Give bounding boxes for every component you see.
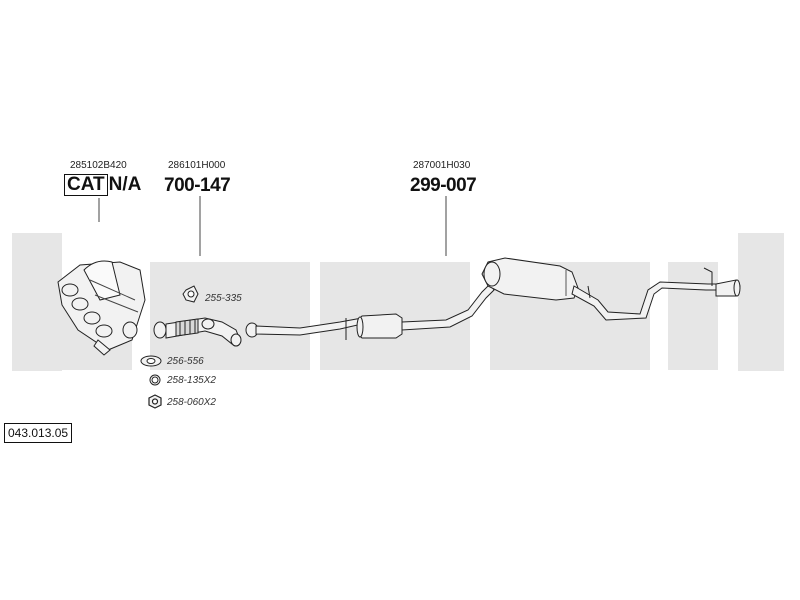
flange-gasket-icon[interactable] xyxy=(140,355,162,367)
diagram-reference: 043.013.05 xyxy=(4,423,73,443)
nut-icon[interactable] xyxy=(148,394,162,409)
front-pipe[interactable] xyxy=(153,317,242,347)
manifold-catalyst[interactable] xyxy=(57,260,146,356)
cat-word: CAT xyxy=(64,174,108,196)
rear-exhaust-system[interactable] xyxy=(245,257,741,340)
part-number-gasket[interactable]: 255-335 xyxy=(205,293,242,304)
part-number-ring[interactable]: 258-135X2 xyxy=(167,375,216,386)
part-number-rear[interactable]: 299-007 xyxy=(410,175,477,196)
oem-number-front-pipe: 286101H000 xyxy=(168,160,226,171)
catalyst-label: CAT N/A xyxy=(64,174,141,196)
ring-icon[interactable] xyxy=(149,374,161,386)
oem-number-manifold: 285102B420 xyxy=(70,160,127,171)
part-number-flange-gasket[interactable]: 256-556 xyxy=(167,356,204,367)
part-number-front-pipe[interactable]: 700-147 xyxy=(164,175,231,196)
part-number-nut[interactable]: 258-060X2 xyxy=(167,397,216,408)
oem-number-rear: 287001H030 xyxy=(413,160,471,171)
gasket-icon[interactable] xyxy=(182,285,199,303)
cat-value: N/A xyxy=(108,174,142,195)
